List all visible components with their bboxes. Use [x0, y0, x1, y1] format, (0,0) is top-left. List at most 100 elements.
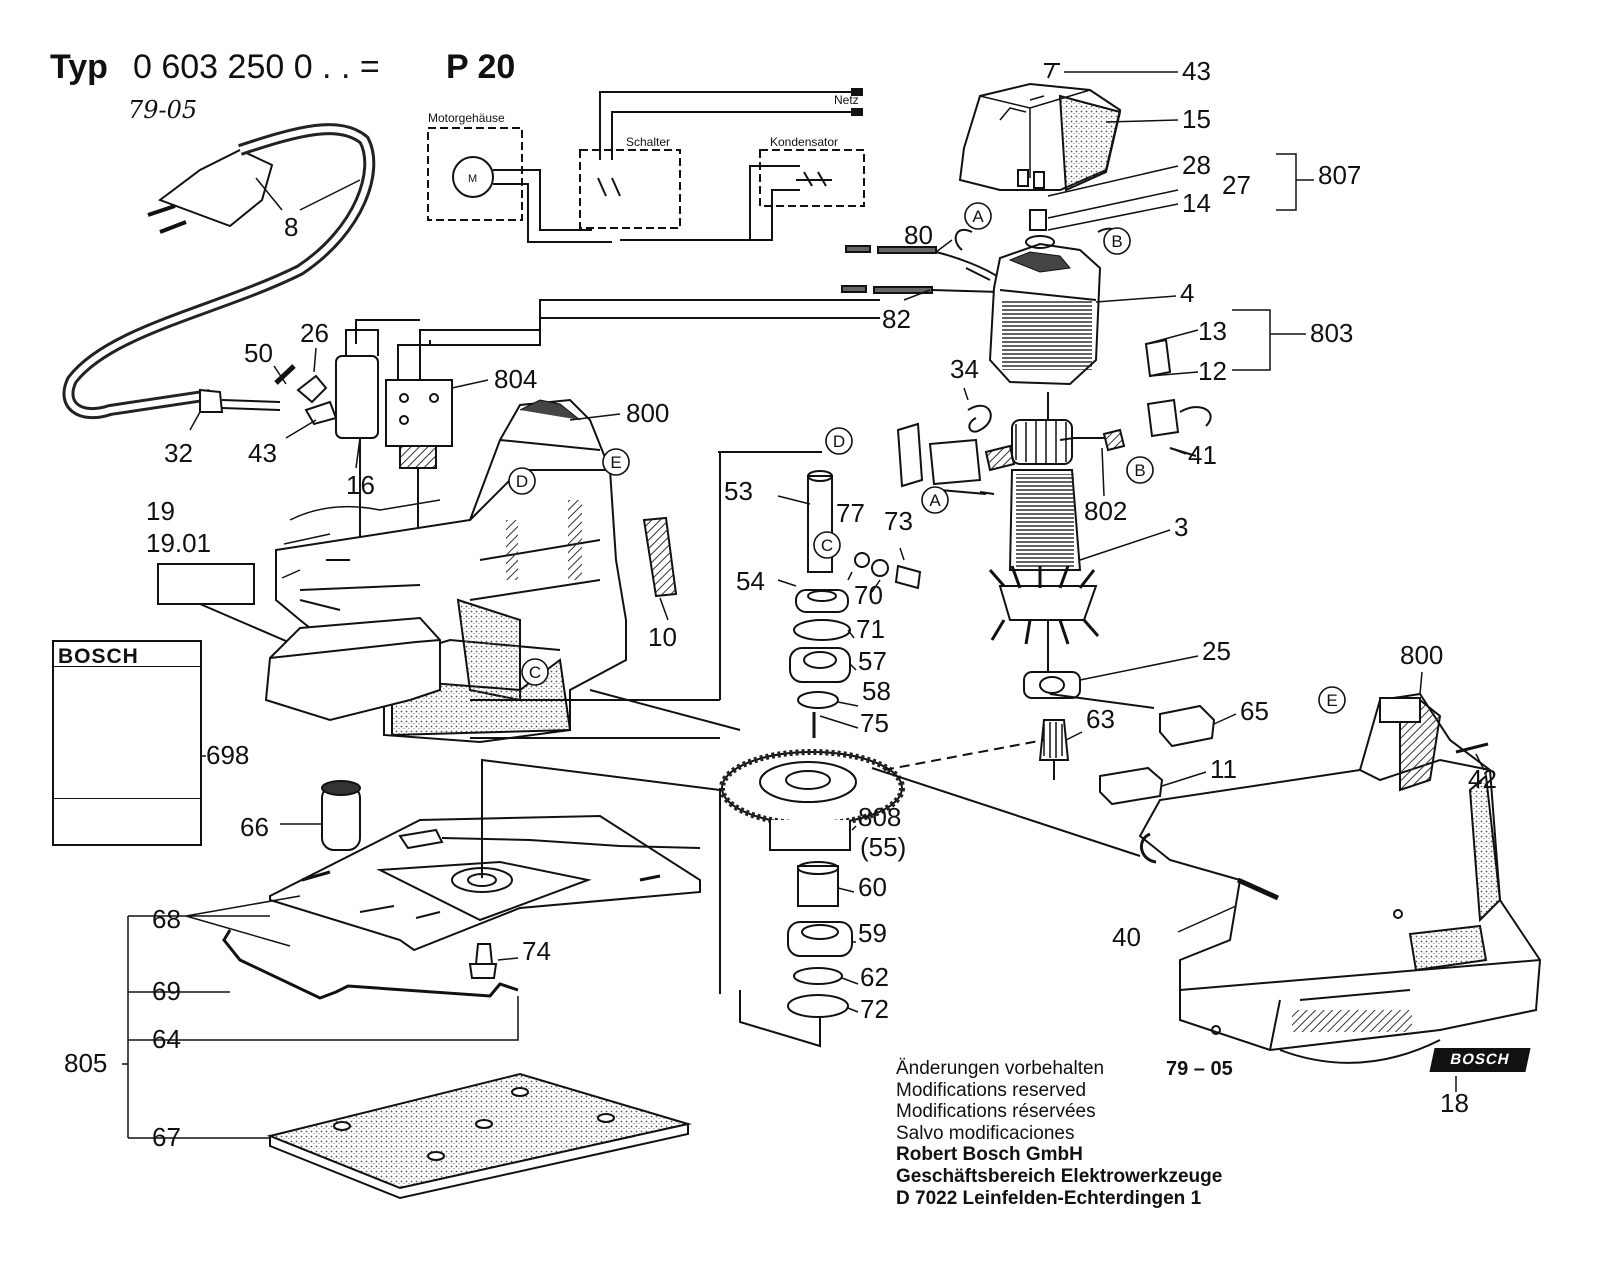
cord-clamp-parts: [274, 299, 880, 568]
manual-brand: BOSCH: [58, 645, 139, 668]
callout-65: 65: [1240, 696, 1269, 726]
callout-50: 50: [244, 338, 273, 368]
motor-symbol-label: M: [468, 173, 477, 185]
callout-43-left: 43: [248, 438, 277, 468]
date-code: 79 – 05: [1166, 1058, 1233, 1080]
callout-75: 75: [860, 708, 889, 738]
note-changes-de: Änderungen vorbehalten: [896, 1058, 1105, 1079]
callout-19: 19: [146, 496, 175, 526]
callout-41: 41: [1188, 440, 1217, 470]
callout-82: 82: [882, 304, 911, 334]
callout-68: 68: [152, 904, 181, 934]
callout-60: 60: [858, 872, 887, 902]
notes-block: Änderungen vorbehalten Modifications res…: [896, 1058, 1222, 1209]
callout-25: 25: [1202, 636, 1231, 666]
capacitor-box: [759, 149, 865, 207]
model-name: P 20: [446, 48, 516, 86]
callout-74: 74: [522, 936, 551, 966]
switch-804: [385, 379, 453, 447]
callout-18: 18: [1440, 1088, 1469, 1118]
callout-13: 13: [1198, 316, 1227, 346]
field-coil-4: [965, 242, 1102, 386]
marker-d-right: D: [833, 432, 845, 451]
callout-77: 77: [836, 498, 865, 528]
callout-43-top: 43: [1182, 56, 1211, 86]
callout-698: 698: [206, 740, 249, 770]
callout-802: 802: [1084, 496, 1127, 526]
marker-b-mid: B: [1134, 461, 1145, 480]
callout-15: 15: [1182, 104, 1211, 134]
capacitor-label: Kondensator: [770, 135, 838, 149]
motor-housing-box: [427, 127, 523, 221]
callout-72: 72: [860, 994, 889, 1024]
washer-62: [793, 967, 843, 985]
ring-72: [787, 994, 849, 1018]
ring-71: [793, 619, 851, 641]
callout-71: 71: [856, 614, 885, 644]
motor-housing-label: Motorgehäuse: [428, 111, 505, 125]
callout-8: 8: [284, 212, 298, 242]
callout-69: 69: [152, 976, 181, 1006]
base-plate-68: [269, 758, 721, 994]
callout-73: 73: [884, 506, 913, 536]
callout-16: 16: [346, 470, 375, 500]
note-changes-en: Modifications reserved: [896, 1079, 1087, 1101]
callout-63: 63: [1086, 704, 1115, 734]
manual-divider-bottom: [54, 798, 200, 799]
company-address: D 7022 Leinfelden-Echterdingen 1: [896, 1187, 1202, 1209]
motor-symbol: [452, 156, 494, 198]
wiring-schematic: [427, 88, 865, 243]
callout-800: 800: [626, 398, 669, 428]
housing-800: [275, 398, 627, 744]
marker-c-housing: C: [529, 663, 541, 682]
power-cable-8: [62, 123, 376, 420]
company-name: Robert Bosch GmbH: [896, 1144, 1083, 1166]
bearing-57: [789, 647, 851, 683]
part-19: [157, 563, 255, 605]
callout-26: 26: [300, 318, 329, 348]
marker-c-mid: C: [821, 536, 833, 555]
callout-32: 32: [164, 438, 193, 468]
note-changes-fr: Modifications réservées: [896, 1101, 1096, 1123]
type-number: 0 603 250 0 . . =: [133, 48, 380, 86]
marker-d-housing: D: [516, 472, 528, 491]
callout-64: 64: [152, 1024, 181, 1054]
callout-40: 40: [1112, 922, 1141, 952]
leader-lines: [122, 71, 1485, 1139]
callout-53: 53: [724, 476, 753, 506]
company-division: Geschäftsbereich Elektrowerkzeuge: [896, 1165, 1223, 1187]
callout-11: 11: [1210, 754, 1237, 784]
callout-10: 10: [648, 622, 677, 652]
switch-label: Schalter: [626, 135, 670, 149]
callout-4: 4: [1180, 278, 1194, 308]
fan-cover-15: [958, 63, 1122, 192]
callout-58: 58: [862, 676, 891, 706]
bosch-logo-18: BOSCH: [1429, 1048, 1531, 1072]
handwritten-date: 79-05: [128, 96, 198, 124]
callout-14: 14: [1182, 188, 1211, 218]
callout-66: 66: [240, 812, 269, 842]
gear-housing-800-right: [1138, 692, 1542, 1064]
operating-manual-698: BOSCH: [52, 640, 202, 846]
callout-42: 42: [1468, 764, 1497, 794]
marker-b-top: B: [1111, 232, 1122, 251]
marker-e-housing: E: [610, 453, 621, 472]
armature-3: [988, 392, 1100, 680]
callout-804: 804: [494, 364, 537, 394]
callout-800-right: 800: [1400, 640, 1443, 670]
callout-808: 808: [858, 802, 901, 832]
marker-a-top: A: [972, 207, 984, 226]
callout-19-01: 19.01: [146, 528, 211, 558]
callout-3: 3: [1174, 512, 1188, 542]
callout-803: 803: [1310, 318, 1353, 348]
leads-80-82: [841, 245, 1001, 294]
mains-label: Netz: [834, 93, 859, 107]
callout-27: 27: [1222, 170, 1251, 200]
manual-divider: [54, 666, 200, 667]
callout-62: 62: [860, 962, 889, 992]
callout-55: (55): [860, 832, 906, 862]
callout-57: 57: [858, 646, 887, 676]
switch-box: [579, 149, 681, 229]
marker-e-right: E: [1326, 691, 1337, 710]
